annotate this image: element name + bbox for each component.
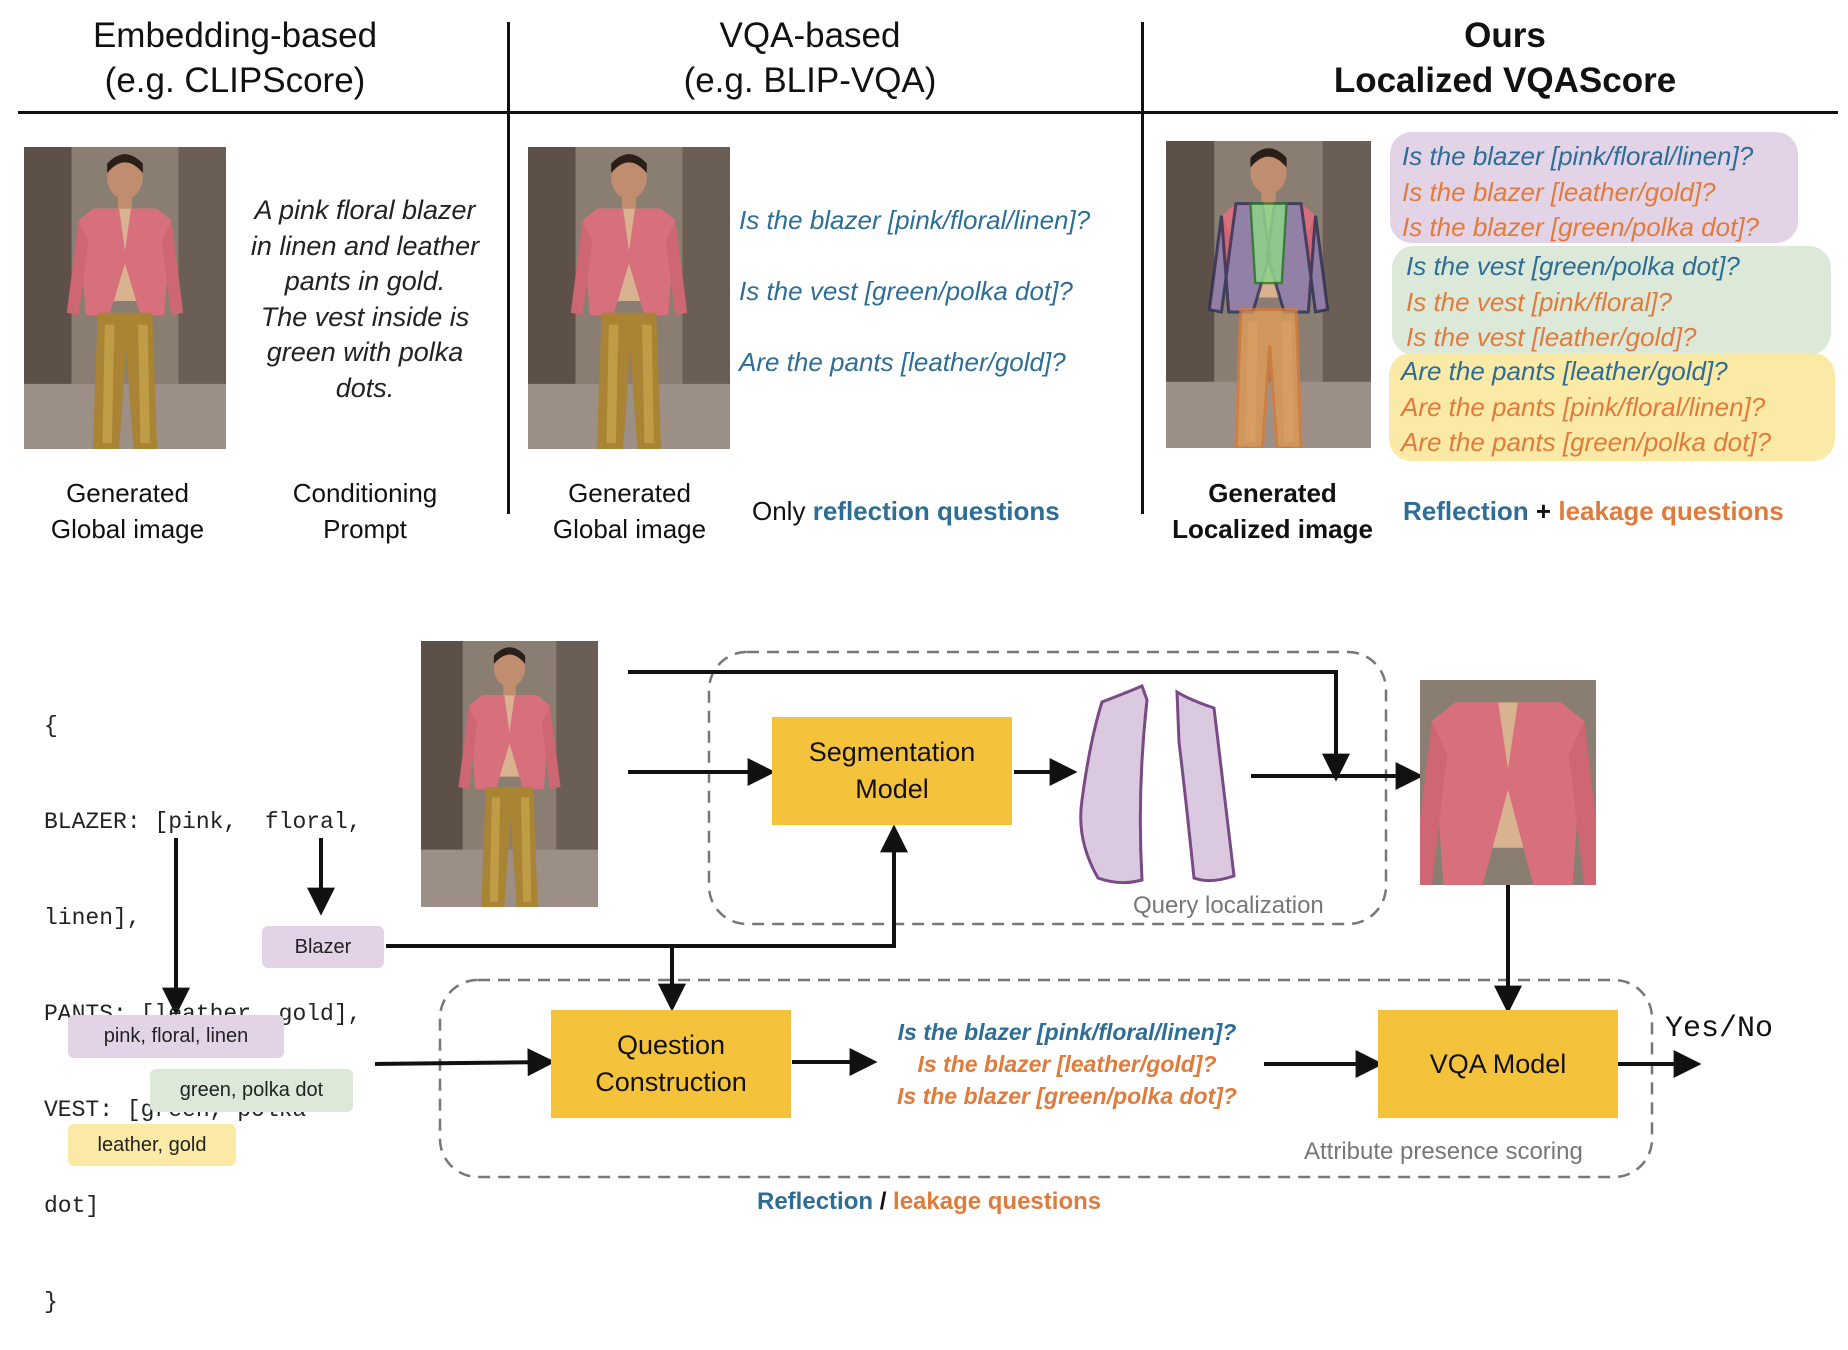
question-vest-reflection: Is the vest [green/polka dot]? bbox=[1406, 251, 1740, 281]
question-blazer-leakage: Is the blazer [leather/gold]? bbox=[1402, 176, 1716, 207]
question-pants-reflection: Are the pants [leather/gold]? bbox=[1401, 356, 1728, 386]
caption-line: Generated bbox=[66, 478, 189, 508]
question-construction-box: Question Construction bbox=[551, 1010, 791, 1118]
caption-line: Prompt bbox=[323, 514, 407, 544]
caption-line: Localized image bbox=[1172, 514, 1373, 544]
pipeline-footer: Reflection / leakage questions bbox=[757, 1188, 1101, 1216]
footer-plus: + bbox=[1535, 496, 1552, 526]
json-line: linen], bbox=[44, 905, 141, 931]
caption-line: Global image bbox=[50, 514, 205, 544]
vqa-image-caption: Generated Global image bbox=[522, 475, 737, 547]
pipeline-connectors bbox=[162, 650, 1702, 1179]
cropped-blazer-image bbox=[1420, 680, 1596, 885]
prompt-line: dots. bbox=[335, 372, 395, 403]
caption-line: Generated bbox=[1208, 478, 1337, 508]
question-pants-leakage: Are the pants [green/polka dot]? bbox=[1401, 427, 1772, 457]
embedding-title: Embedding-based bbox=[92, 16, 378, 55]
ours-title: Ours bbox=[1464, 16, 1546, 55]
question-blazer-reflection: Is the blazer [pink/floral/linen]? bbox=[1402, 141, 1754, 171]
question-blazer-leakage: Is the blazer [green/polka dot]? bbox=[1402, 212, 1760, 242]
box-label: VQA Model bbox=[1429, 1048, 1567, 1079]
segmentation-mask bbox=[1079, 683, 1236, 885]
tag-blazer-attributes: pink, floral, linen bbox=[68, 1015, 284, 1058]
footer-prefix: Only bbox=[752, 496, 806, 526]
question-vest-leakage: Is the vest [pink/floral]? bbox=[1406, 286, 1672, 317]
footer-slash: / bbox=[879, 1188, 887, 1215]
pipeline-question-leakage: Is the blazer [leather/gold]? bbox=[917, 1051, 1217, 1077]
embedding-image-caption: Generated Global image bbox=[20, 475, 235, 547]
ours-footer: Reflection + leakage questions bbox=[1403, 493, 1784, 529]
pipeline-input-image bbox=[421, 641, 598, 907]
vqa-question-blazer: Is the blazer [pink/floral/linen]? bbox=[739, 205, 1091, 235]
footer-reflection: Reflection bbox=[1403, 496, 1529, 526]
tag-pants-attributes: leather, gold bbox=[68, 1124, 236, 1166]
pants-question-group: Are the pants [leather/gold]? Are the pa… bbox=[1389, 353, 1835, 461]
footer-highlight: reflection questions bbox=[812, 496, 1060, 526]
box-label: Model bbox=[855, 774, 929, 804]
box-label: Segmentation bbox=[808, 737, 976, 767]
footer-leakage: leakage questions bbox=[893, 1188, 1102, 1215]
caption-line: Global image bbox=[552, 514, 707, 544]
ours-image-caption: Generated Localized image bbox=[1160, 475, 1385, 547]
column-divider-2 bbox=[1141, 22, 1144, 514]
ours-subtitle: Localized VQAScore bbox=[1333, 61, 1677, 100]
attribute-json: { BLAZER: [pink, floral, linen], PANTS: … bbox=[44, 646, 361, 1350]
box-label: Construction bbox=[595, 1067, 747, 1097]
question-vest-leakage: Is the vest [leather/gold]? bbox=[1406, 322, 1697, 352]
query-localization-label: Query localization bbox=[1133, 892, 1324, 919]
conditioning-prompt-text: A pink floral blazer in linen and leathe… bbox=[240, 193, 490, 406]
prompt-line: in linen and leather bbox=[250, 230, 480, 261]
json-line: BLAZER: [pink, floral, bbox=[44, 809, 362, 835]
prompt-line: The vest inside is bbox=[260, 301, 470, 332]
segmentation-model-box: Segmentation Model bbox=[772, 717, 1012, 825]
conditioning-prompt-caption: Conditioning Prompt bbox=[260, 475, 470, 547]
json-line: dot] bbox=[44, 1193, 100, 1219]
vqa-question-vest: Is the vest [green/polka dot]? bbox=[739, 276, 1073, 306]
footer-reflection: Reflection bbox=[757, 1188, 874, 1215]
box-label: Question bbox=[616, 1030, 726, 1060]
column-divider-1 bbox=[507, 22, 510, 514]
prompt-line: A pink floral blazer bbox=[254, 195, 476, 225]
json-line: { bbox=[44, 713, 58, 739]
header-divider bbox=[18, 111, 1838, 114]
json-line: } bbox=[44, 1289, 58, 1315]
yes-no-output: Yes/No bbox=[1665, 1012, 1774, 1046]
prompt-line: pants in gold. bbox=[284, 266, 446, 296]
localized-image bbox=[1166, 141, 1371, 448]
attribute-scoring-label: Attribute presence scoring bbox=[1304, 1138, 1583, 1165]
vest-question-group: Is the vest [green/polka dot]? Is the ve… bbox=[1392, 246, 1831, 355]
attribute-scoring-box bbox=[438, 978, 1654, 1179]
blazer-question-group: Is the blazer [pink/floral/linen]? Is th… bbox=[1390, 132, 1798, 243]
caption-line: Conditioning bbox=[292, 478, 438, 508]
tag-vest-attributes: green, polka dot bbox=[150, 1069, 353, 1112]
embedding-subtitle: (e.g. CLIPScore) bbox=[104, 61, 366, 100]
query-localization-box bbox=[707, 650, 1388, 926]
vqa-question-pants: Are the pants [leather/gold]? bbox=[739, 347, 1066, 377]
vqa-subtitle: (e.g. BLIP-VQA) bbox=[683, 61, 937, 100]
pipeline-question-list: Is the blazer [pink/floral/linen]? Is th… bbox=[868, 1016, 1266, 1112]
vqa-footer: Only reflection questions bbox=[752, 493, 1060, 529]
pipeline-question-reflection: Is the blazer [pink/floral/linen]? bbox=[897, 1019, 1237, 1045]
prompt-line: green with polka bbox=[266, 337, 464, 367]
footer-leakage: leakage questions bbox=[1558, 496, 1784, 526]
vqa-title: VQA-based bbox=[719, 16, 901, 55]
pipeline-question-leakage: Is the blazer [green/polka dot]? bbox=[897, 1083, 1237, 1109]
tag-blazer: Blazer bbox=[262, 926, 384, 968]
caption-line: Generated bbox=[568, 478, 691, 508]
question-pants-leakage: Are the pants [pink/floral/linen]? bbox=[1401, 391, 1766, 422]
vqa-model-box: VQA Model bbox=[1378, 1010, 1618, 1118]
